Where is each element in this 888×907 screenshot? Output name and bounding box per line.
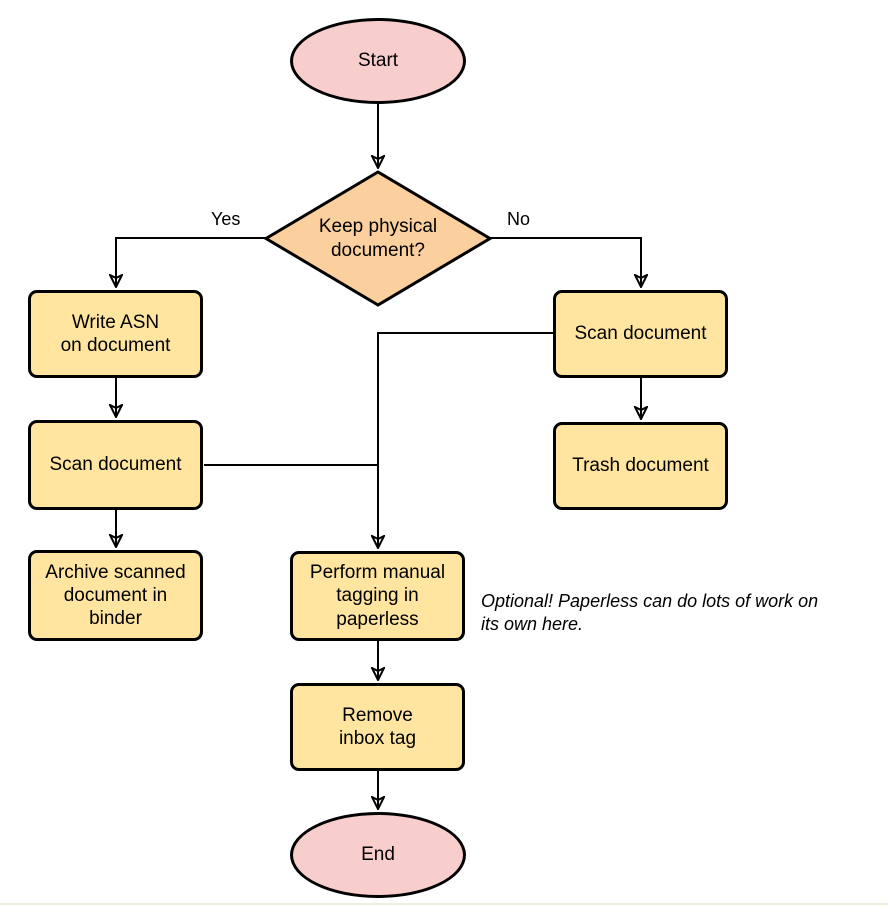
decision-diamond-shape (263, 170, 493, 307)
node-scan-document-left-label: Scan document (49, 454, 182, 476)
node-archive-scanned: Archive scanned document in binder (28, 550, 203, 641)
node-decision: Keep physical document? (263, 169, 493, 308)
edge-label-yes: Yes (211, 209, 241, 229)
node-decision-label: Keep physical document? (318, 216, 438, 261)
edge-decision-yes-to-write-asn (116, 237, 267, 287)
edge-decision-no-to-scan-right (489, 237, 641, 287)
optional-note: Optional! Paperless can do lots of work … (481, 591, 819, 635)
edge-scan-right-to-tagging (378, 332, 554, 548)
node-archive-scanned-label: Archive scanned document in binder (45, 561, 186, 630)
node-end-label: End (361, 844, 395, 866)
node-manual-tagging: Perform manual tagging in paperless (290, 551, 465, 641)
node-end: End (290, 812, 466, 898)
node-scan-document-left: Scan document (28, 420, 203, 510)
node-write-asn: Write ASN on document (28, 290, 203, 378)
page-bottom-edge (0, 903, 888, 905)
node-scan-document-right-label: Scan document (574, 323, 707, 345)
node-trash-document-label: Trash document (572, 455, 709, 477)
edge-label-no: No (507, 209, 531, 229)
node-manual-tagging-label: Perform manual tagging in paperless (309, 562, 446, 630)
node-start: Start (290, 18, 466, 104)
node-write-asn-label: Write ASN on document (60, 311, 171, 356)
node-scan-document-right: Scan document (553, 290, 728, 378)
node-start-label: Start (357, 50, 399, 72)
node-remove-inbox-tag-label: Remove inbox tag (338, 704, 417, 749)
node-trash-document: Trash document (553, 422, 728, 510)
node-remove-inbox-tag: Remove inbox tag (290, 683, 465, 771)
